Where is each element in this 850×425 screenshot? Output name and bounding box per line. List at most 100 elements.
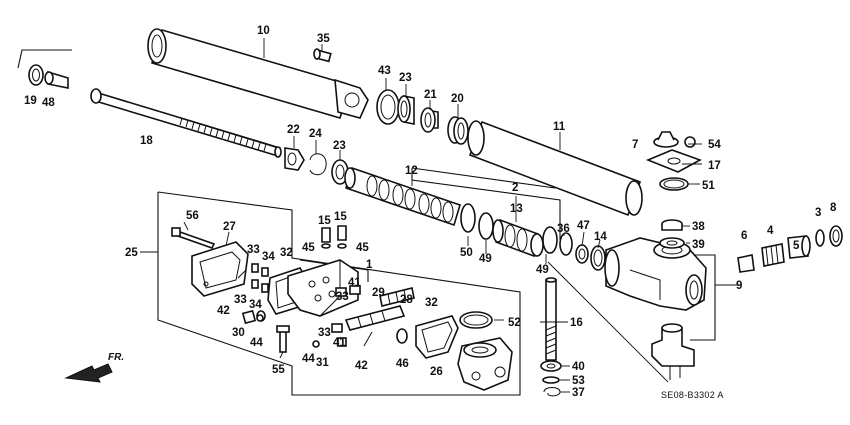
seal-49-upper (478, 212, 494, 240)
callout-6: 6 (741, 230, 747, 242)
callout-17: 17 (708, 160, 721, 172)
callout-30: 30 (232, 327, 245, 339)
part-22 (284, 147, 305, 171)
spring-4 (761, 243, 785, 267)
gear-housing-9 (604, 237, 707, 311)
cover-tube-11 (467, 120, 643, 217)
callout-1: 1 (366, 259, 373, 271)
callouts: 10 35 19 48 18 43 23 21 20 11 22 24 23 1… (24, 25, 837, 399)
callout-56: 56 (186, 210, 199, 222)
seal-51 (659, 177, 689, 191)
callout-15-right: 15 (334, 211, 347, 223)
ring-53 (542, 376, 560, 384)
callout-49-upper: 49 (479, 253, 492, 265)
bearing-40 (540, 360, 562, 372)
small-valves-41-33 (331, 285, 361, 347)
callout-33-a: 33 (247, 244, 260, 256)
cap-8 (829, 225, 843, 247)
small-springs-33-34 (251, 263, 269, 293)
callout-14: 14 (594, 231, 607, 243)
nut-44-upper (256, 314, 264, 322)
callout-53: 53 (572, 375, 585, 387)
callout-9: 9 (736, 280, 742, 292)
callout-47: 47 (577, 220, 590, 232)
callout-12: 12 (405, 165, 418, 177)
nut-5 (787, 235, 811, 259)
callout-38: 38 (692, 221, 705, 233)
callout-2: 2 (512, 182, 518, 194)
callout-50: 50 (460, 247, 473, 259)
callout-48: 48 (42, 97, 55, 109)
callout-26: 26 (430, 366, 443, 378)
callout-32-right: 32 (425, 297, 438, 309)
cap-38 (661, 219, 683, 231)
callout-20: 20 (451, 93, 464, 105)
gasket-32-right (415, 315, 459, 359)
callout-11: 11 (553, 121, 566, 133)
callout-45-right: 45 (356, 242, 369, 254)
callout-41-b: 41 (333, 337, 346, 349)
callout-43: 43 (378, 65, 391, 77)
callout-33-d: 33 (318, 327, 331, 339)
clip-24 (309, 153, 327, 176)
ring-14 (590, 245, 606, 271)
assembly-frames (17, 49, 740, 396)
callout-29: 29 (372, 287, 385, 299)
callout-55: 55 (272, 364, 285, 376)
diagram-code: SE08-B3302 A (661, 390, 724, 400)
bolt-54 (684, 136, 696, 148)
callout-46: 46 (396, 358, 409, 370)
cap-46 (396, 328, 408, 344)
callout-15-left: 15 (318, 215, 331, 227)
ring-3 (815, 229, 825, 247)
callout-36: 36 (557, 223, 570, 235)
bolt-35 (313, 48, 332, 63)
valve-housing-26 (457, 337, 513, 391)
callout-35: 35 (317, 33, 330, 45)
cover-27 (191, 241, 249, 297)
bushing-39 (659, 237, 685, 249)
callout-21: 21 (424, 89, 437, 101)
callout-8: 8 (830, 202, 837, 214)
pinion-16 (545, 277, 557, 361)
bushing-48 (44, 70, 69, 89)
callout-34-a: 34 (262, 251, 275, 263)
cylinder-tube-10 (147, 28, 369, 119)
callout-44-lower: 44 (302, 353, 315, 365)
seal-20 (447, 116, 469, 145)
callout-33-c: 33 (336, 291, 349, 303)
ring-47 (575, 244, 589, 264)
nut-44-lower (312, 340, 320, 348)
callout-49-lower: 49 (536, 264, 549, 276)
sensor-unit (651, 323, 695, 380)
callout-16: 16 (570, 317, 583, 329)
callout-45-left: 45 (302, 242, 315, 254)
bushing-21 (420, 107, 439, 133)
part-6 (737, 254, 755, 273)
bolt-56 (171, 227, 216, 249)
callout-31: 31 (316, 357, 329, 369)
callout-37: 37 (572, 387, 585, 399)
clip-37 (543, 387, 561, 397)
callout-42-left: 42 (217, 305, 230, 317)
valve-spool-29 (344, 305, 406, 331)
direction-label: FR. (108, 352, 124, 363)
callout-22: 22 (287, 124, 300, 136)
bolt-55 (276, 325, 290, 353)
callout-18: 18 (140, 135, 153, 147)
oring-52 (459, 311, 493, 329)
callout-44-upper: 44 (250, 337, 263, 349)
valves-15-45 (321, 225, 347, 249)
pinion-shaft-12 (344, 166, 461, 227)
callout-4: 4 (767, 225, 774, 237)
callout-25: 25 (125, 247, 138, 259)
callout-23-upper: 23 (399, 72, 412, 84)
pin-42-left (237, 269, 247, 279)
seal-43 (376, 89, 400, 125)
callout-5: 5 (793, 240, 800, 252)
callout-3: 3 (815, 207, 821, 219)
pin-42-lower (363, 331, 373, 347)
seal-50 (460, 203, 476, 233)
cap-7 (653, 131, 679, 148)
